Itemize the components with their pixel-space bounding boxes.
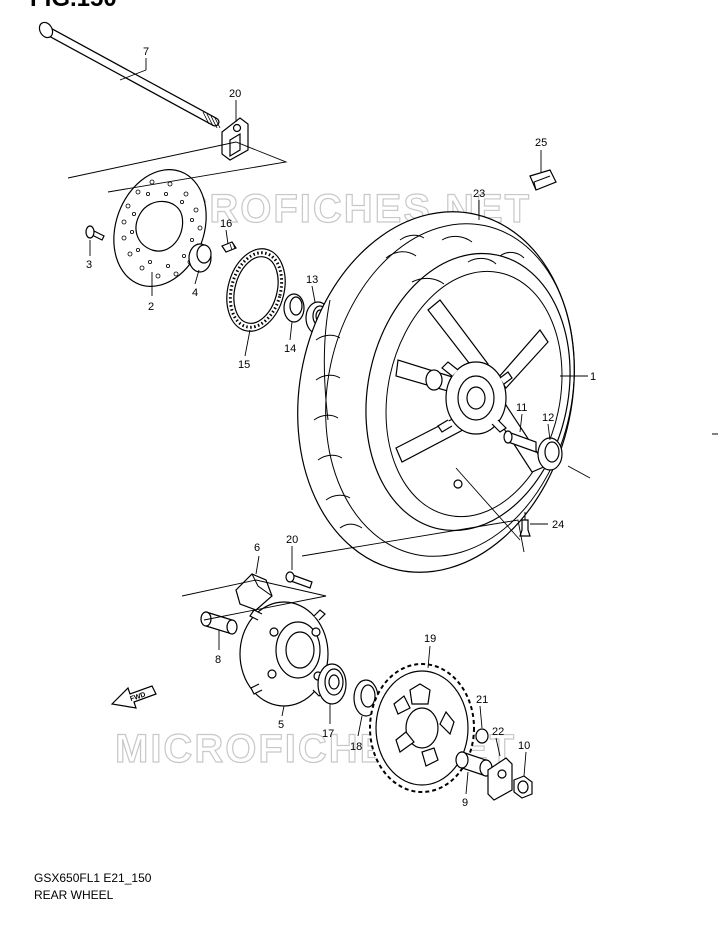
part-axle-adjuster-lower (285, 571, 313, 589)
guide-lines (67, 58, 591, 795)
callout-3: 3 (86, 259, 92, 271)
part-rear-sprocket (369, 663, 475, 793)
part-sprocket-spacer (200, 611, 238, 635)
part-tire-valve (519, 512, 531, 537)
callout-20-upper: 20 (229, 88, 241, 100)
footer-diagram-code: GSX650FL1 E21_150 (34, 871, 152, 885)
callout-25: 25 (535, 137, 547, 149)
callout-23: 23 (473, 188, 485, 200)
callout-18: 18 (350, 741, 362, 753)
callout-15: 15 (238, 359, 250, 371)
callout-24: 24 (552, 519, 564, 531)
part-chain-adjuster-plate (487, 757, 513, 801)
part-abs-sensor-rotor (226, 248, 286, 332)
part-sensor-rotor-screw (221, 241, 237, 253)
callout-1: 1 (590, 371, 596, 383)
part-rear-wheel-assembly (297, 211, 575, 573)
callout-10: 10 (518, 740, 530, 752)
part-wheel-bearing-right (537, 437, 563, 471)
callout-22: 22 (492, 726, 504, 738)
footer-diagram-title: REAR WHEEL (34, 888, 114, 902)
callout-6: 6 (254, 542, 260, 554)
part-disc-bolt (85, 225, 105, 241)
part-axle-nut (513, 775, 533, 799)
part-cush-drive-damper (235, 573, 273, 611)
callout-7: 7 (143, 46, 149, 58)
part-axle-adjuster-upper (221, 117, 249, 161)
part-wheel-spacer-left (188, 243, 212, 273)
fwd-arrow-label: FWD (129, 691, 146, 703)
callout-9: 9 (462, 797, 468, 809)
callout-2: 2 (148, 301, 154, 313)
part-axle (38, 21, 221, 129)
fwd-arrow-icon: FWD (110, 685, 157, 709)
callout-5: 5 (278, 719, 284, 731)
part-sprocket-drum (239, 601, 329, 707)
callout-labels: 7 20 25 23 16 3 13 4 2 14 15 1 11 12 24 … (86, 46, 596, 809)
part-brake-disc (113, 169, 207, 287)
part-oil-seal (283, 293, 305, 323)
callout-8: 8 (215, 654, 221, 666)
callout-13: 13 (306, 274, 318, 286)
callout-21: 21 (476, 694, 488, 706)
figure-label: FIG.150 (30, 0, 117, 12)
callout-4: 4 (192, 287, 198, 299)
callout-17: 17 (322, 728, 334, 740)
callout-16: 16 (220, 218, 232, 230)
callout-14: 14 (284, 343, 296, 355)
part-balancer-weight (529, 169, 557, 191)
callout-20-lower: 20 (286, 534, 298, 546)
part-drum-bearing (317, 663, 347, 705)
part-sprocket-stud (475, 728, 489, 744)
callout-19: 19 (424, 633, 436, 645)
callout-11: 11 (516, 402, 527, 414)
callout-12: 12 (542, 412, 554, 424)
